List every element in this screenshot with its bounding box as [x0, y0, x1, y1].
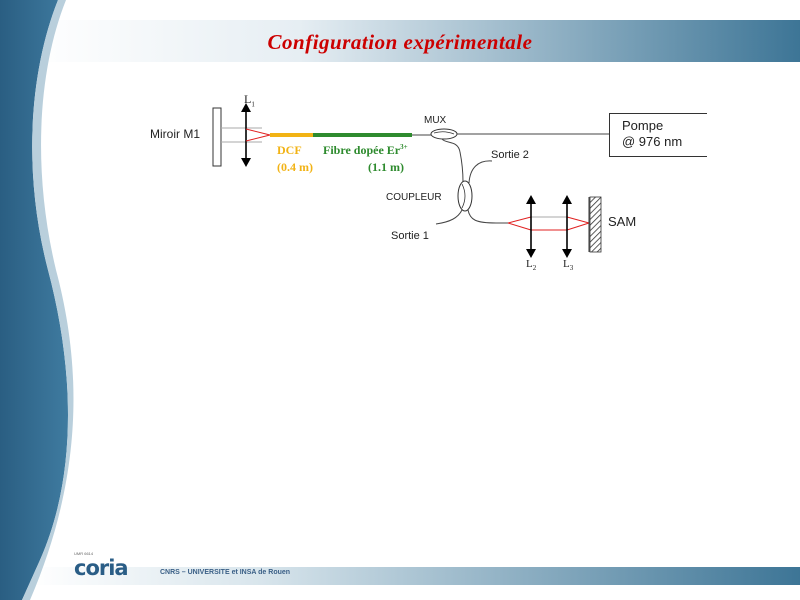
lens-l1-top-arrow [241, 103, 251, 112]
fiber-sortie-2 [468, 160, 493, 184]
left-wave-edge [22, 0, 74, 600]
lens-l3-bottom-arrow [562, 249, 572, 258]
coupleur-label: COUPLEUR [386, 192, 442, 203]
coria-logo: UMR 6614 coria [74, 551, 156, 583]
beam-l3-upper [566, 216, 590, 224]
mirror-m1-label: Miroir M1 [150, 127, 200, 141]
pump-box: Pompe @ 976 nm [609, 113, 707, 157]
pump-label: Pompe [622, 118, 664, 133]
beam-focus-lower [245, 134, 271, 142]
fiber-length-label: (1.1 m) [368, 160, 404, 174]
lens-l3-top-arrow [562, 195, 572, 204]
sortie-1-label: Sortie 1 [391, 230, 429, 242]
lens-l2-label: L2 [526, 258, 536, 272]
sortie-2-label: Sortie 2 [491, 149, 529, 161]
slide-title: Configuration expérimentale [267, 30, 533, 54]
footer-institutions: CNRS – UNIVERSITE et INSA de Rouen [160, 569, 291, 576]
beam-focus-upper [245, 128, 271, 136]
fiber-label: Fibre dopée Er3+ [323, 143, 408, 158]
beam-l3-lower [566, 222, 590, 231]
mux-inner-curve [433, 131, 455, 135]
coupler-inner-curve [461, 183, 466, 209]
beam-l2-lower [507, 222, 532, 231]
left-wave-panel [0, 0, 68, 600]
title-band [30, 20, 800, 62]
fiber-coupler-to-sam [467, 209, 508, 224]
sam-mirror [589, 196, 602, 253]
lens-l1-sub: 1 [251, 100, 255, 109]
lens-l1-label: L1 [244, 92, 255, 108]
lens-l2-top-arrow [526, 195, 536, 204]
footer-band [30, 567, 800, 585]
mirror-m1 [212, 107, 222, 167]
coria-logo-text: coria [74, 556, 129, 580]
fiber-mux-to-coupler [441, 138, 464, 183]
pump-wavelength: @ 976 nm [622, 134, 683, 149]
dcf-length-label: (0.4 m) [277, 160, 313, 174]
lens-l2-bottom-arrow [526, 249, 536, 258]
coria-logo-subtext: UMR 6614 [74, 551, 94, 556]
lens-l1-bottom-arrow [241, 158, 251, 167]
lens-l3-main: L [563, 258, 570, 270]
fiber-sortie-1 [435, 209, 463, 225]
lens-l3-label: L3 [563, 258, 573, 272]
beam-l2-upper [507, 216, 532, 224]
lens-l1-main: L [244, 92, 252, 106]
fiber-label-text: Fibre dopée Er [323, 143, 401, 157]
lens-l3-sub: 3 [569, 264, 574, 273]
mux-label: MUX [424, 115, 447, 126]
sam-label: SAM [608, 214, 637, 229]
fiber-label-sup: 3+ [400, 143, 408, 151]
lens-l2-sub: 2 [532, 264, 537, 273]
dcf-label: DCF [277, 143, 302, 157]
lens-l2-main: L [526, 258, 533, 270]
